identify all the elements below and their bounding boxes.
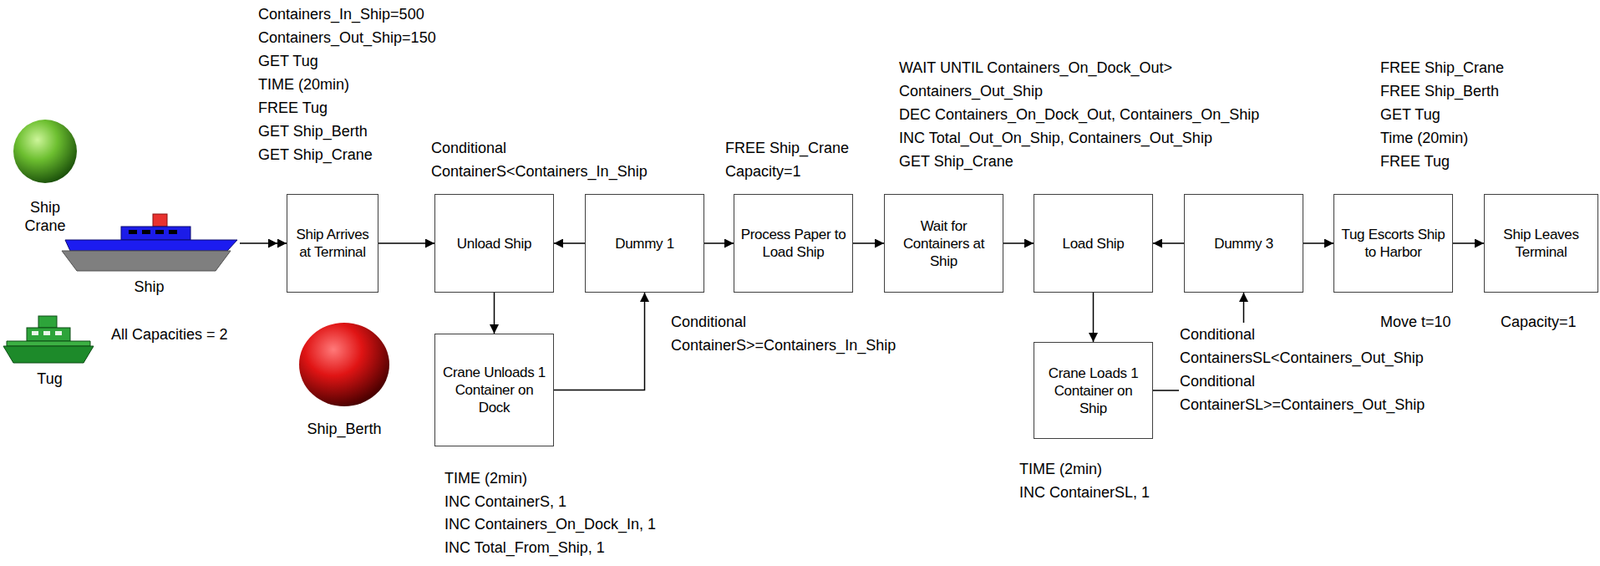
- flow-arrow: [239, 242, 287, 244]
- process-box: Ship Leaves Terminal: [1483, 193, 1599, 293]
- resource-icon: Ship Crane: [11, 117, 79, 244]
- annotation-text: GET Ship_Crane: [898, 149, 1015, 173]
- annotation-text: Capacity=1: [1499, 309, 1578, 334]
- flow-arrow: [704, 242, 734, 244]
- flow-arrow: [378, 242, 435, 244]
- annotation-text: DEC Containers_On_Dock_Out, Containers_O…: [898, 102, 1260, 127]
- flow-arrow: [1003, 242, 1034, 244]
- flow-arrow: [553, 292, 646, 391]
- annotation-text: INC ContainerSL, 1: [1018, 480, 1151, 504]
- annotation-text: INC Total_Out_On_Ship, Containers_Out_Sh…: [898, 126, 1214, 150]
- annotation-text: ContainerS>=Containers_In_Ship: [670, 333, 897, 357]
- flow-arrow: [493, 292, 496, 334]
- box-label: Process Paper to Load Ship: [739, 225, 848, 261]
- annotation-text: GET Ship_Crane: [257, 142, 374, 167]
- annotation-text: Containers_Out_Ship=150: [257, 25, 437, 50]
- tug-icon: [3, 315, 94, 363]
- annotation-text: FREE Ship_Crane: [724, 136, 850, 160]
- icon-label: Tug: [3, 369, 97, 388]
- process-box: Load Ship: [1033, 193, 1154, 293]
- annotation-text: GET Tug: [1379, 102, 1442, 127]
- ship-hull: [61, 250, 231, 271]
- annotation-text: TIME (2min): [443, 466, 529, 490]
- box-label: Ship Leaves Terminal: [1489, 225, 1593, 261]
- ship-window: [128, 229, 138, 234]
- flow-arrow: [553, 242, 585, 244]
- tug-window: [31, 330, 39, 336]
- annotation-text: ContainerSL>=Containers_Out_Ship: [1178, 392, 1426, 417]
- process-box: Tug Escorts Ship to Harbor: [1333, 193, 1453, 293]
- box-label: Wait for Containers at Ship: [889, 217, 998, 270]
- flow-arrow: [1452, 242, 1484, 244]
- process-box: Dummy 1: [584, 193, 705, 293]
- icon-label: Ship_Berth: [297, 419, 392, 438]
- box-label: Ship Arrives at Terminal: [292, 225, 373, 261]
- annotation-text: FREE Tug: [257, 96, 329, 120]
- flow-arrow: [1303, 242, 1334, 244]
- process-box: Crane Loads 1 Container on Ship: [1033, 341, 1154, 439]
- annotation-text: Conditional: [670, 309, 747, 334]
- annotation-text: FREE Ship_Berth: [1379, 79, 1500, 103]
- annotation-text: All Capacities = 2: [110, 322, 229, 346]
- process-box: Ship Arrives at Terminal: [286, 193, 379, 293]
- annotation-text: Conditional: [1178, 322, 1256, 346]
- annotation-text: ContainerS<Containers_In_Ship: [430, 159, 649, 183]
- process-box: Unload Ship: [434, 193, 554, 293]
- process-box: Crane Unloads 1 Container on Dock: [434, 333, 554, 447]
- ship-cabin: [121, 226, 191, 240]
- icon-label: Ship Crane: [21, 198, 69, 235]
- box-label: Unload Ship: [457, 234, 532, 253]
- ship-window: [142, 229, 151, 234]
- process-box: Dummy 3: [1183, 193, 1304, 293]
- tug-deck: [6, 340, 91, 346]
- annotation-text: GET Ship_Berth: [257, 119, 369, 143]
- box-label: Dummy 3: [1213, 234, 1274, 253]
- tug-window: [43, 330, 51, 336]
- ship-icon: [61, 213, 238, 271]
- annotation-text: ContainersSL<Containers_Out_Ship: [1178, 345, 1425, 370]
- box-label: Tug Escorts Ship to Harbor: [1339, 225, 1448, 261]
- resource-icon: Ship: [58, 208, 240, 301]
- annotation-text: Conditional: [430, 136, 508, 160]
- annotation-text: Conditional: [1178, 369, 1256, 393]
- flow-arrow: [853, 242, 884, 244]
- annotation-text: INC Containers_On_Dock_In, 1: [443, 512, 657, 536]
- annotation-text: GET Tug: [257, 49, 320, 73]
- annotation-text: Containers_In_Ship=500: [257, 2, 426, 26]
- annotation-text: FREE Tug: [1379, 149, 1451, 173]
- annotation-text: Containers_Out_Ship: [898, 79, 1044, 103]
- box-label: Crane Unloads 1 Container on Dock: [440, 363, 549, 417]
- resource-icon: Tug: [3, 310, 97, 395]
- box-label: Load Ship: [1062, 234, 1125, 253]
- flow-arrow: [1153, 242, 1184, 244]
- annotation-text: INC Total_From_Ship, 1: [443, 535, 606, 559]
- annotation-text: TIME (2min): [1018, 457, 1103, 481]
- box-label: Dummy 1: [614, 234, 675, 253]
- annotation-text: Move t=10: [1379, 309, 1453, 334]
- ship-window: [155, 229, 164, 234]
- flow-arrow: [1092, 292, 1095, 342]
- ship-funnel: [152, 213, 168, 227]
- tug-hull: [3, 345, 94, 363]
- ship-window: [168, 229, 178, 234]
- annotation-text: FREE Ship_Crane: [1379, 55, 1505, 80]
- tug-window: [55, 330, 62, 336]
- tug-cabin: [26, 327, 71, 341]
- process-box: Process Paper to Load Ship: [733, 193, 854, 293]
- tug-wheelhouse: [38, 315, 57, 328]
- annotation-text: Capacity=1: [724, 159, 803, 183]
- process-box: Wait for Containers at Ship: [883, 193, 1004, 293]
- annotation-text: INC ContainerS, 1: [443, 489, 568, 514]
- box-label: Crane Loads 1 Container on Ship: [1039, 364, 1148, 417]
- annotation-text: WAIT UNTIL Containers_On_Dock_Out>: [898, 55, 1174, 80]
- resource-icon: Ship_Berth: [297, 320, 392, 445]
- crane-resource-circle: [13, 119, 77, 183]
- annotation-text: TIME (20min): [257, 72, 351, 97]
- berth-resource-circle: [299, 322, 390, 407]
- icon-label: Ship: [58, 277, 240, 296]
- annotation-text: Time (20min): [1379, 126, 1469, 150]
- ship-deck: [65, 239, 238, 251]
